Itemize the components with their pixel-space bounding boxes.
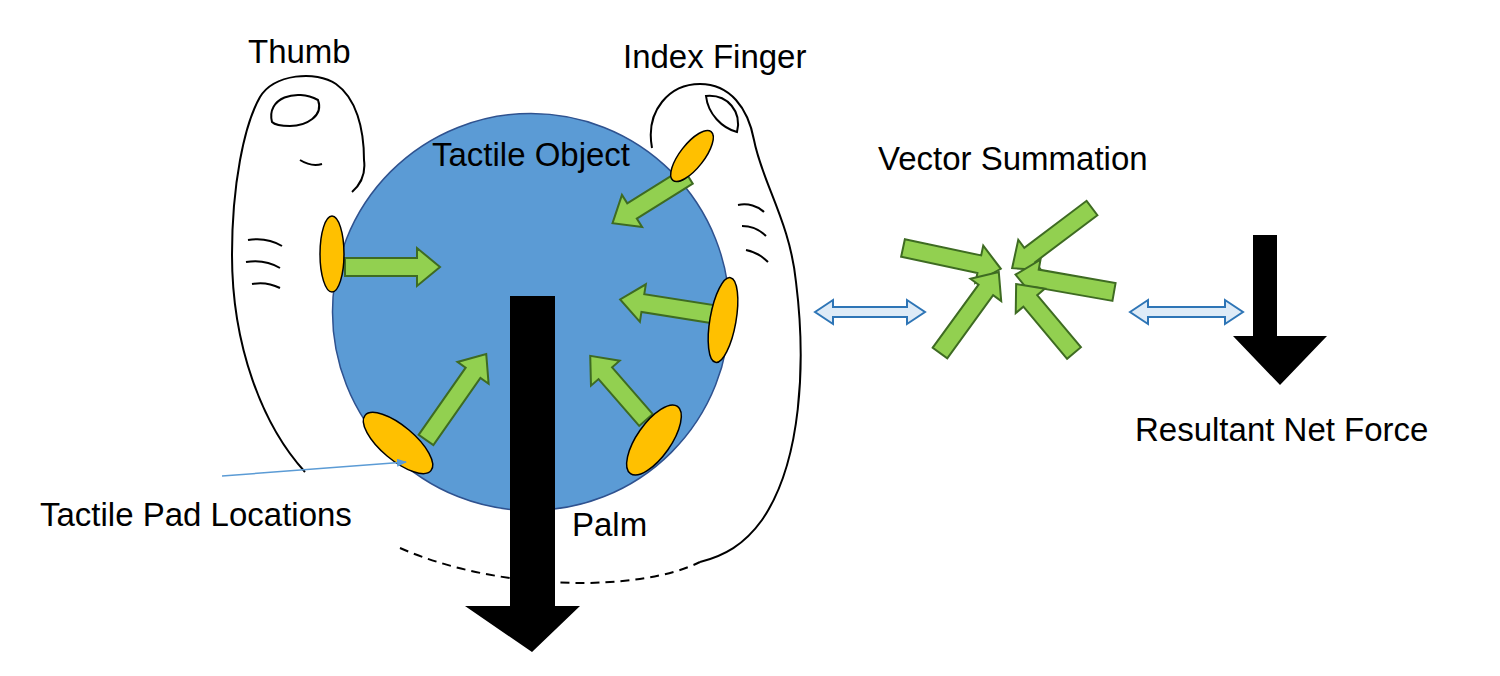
tactile-pad: [320, 216, 344, 292]
summed-arrow: [1002, 272, 1089, 365]
annotation-label: Palm: [572, 506, 647, 544]
tactile-pad: [617, 397, 692, 484]
summed-arrow: [925, 261, 1015, 364]
annotation-label: Resultant Net Force: [1135, 411, 1428, 449]
double-arrow: [815, 300, 925, 324]
annotation-label: Thumb: [248, 33, 351, 71]
force-arrow: [617, 281, 715, 333]
annotation-label: Tactile Pad Locations: [40, 496, 352, 534]
tactile-pad: [703, 275, 744, 364]
annotation-label: Index Finger: [623, 38, 806, 76]
tactile-pad: [354, 402, 442, 483]
index-nail: [706, 96, 738, 132]
force-arrow: [410, 343, 501, 451]
index-crease: [738, 204, 768, 262]
resultant-arrow: [1233, 235, 1327, 385]
force-arrow: [345, 248, 440, 286]
tactile-pad: [663, 124, 720, 188]
force-arrow: [576, 343, 660, 432]
thumb-crease: [246, 160, 322, 288]
double-arrow: [1130, 300, 1243, 324]
thumb-nail: [271, 95, 319, 126]
annotation-label: Vector Summation: [878, 140, 1148, 178]
leader-line: [222, 462, 406, 476]
summed-arrow: [1001, 193, 1104, 284]
net-force-arrow: [465, 296, 580, 652]
